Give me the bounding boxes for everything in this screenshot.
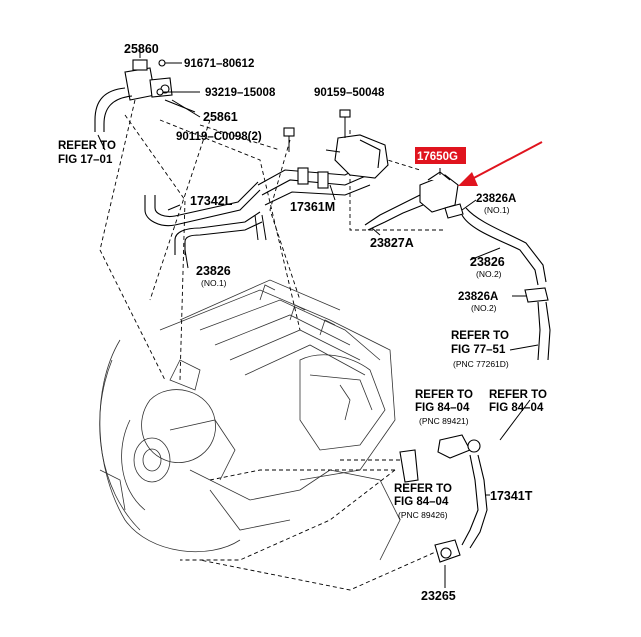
- label-93219-15008: 93219–15008: [205, 87, 276, 99]
- hose-17342l-group: [144, 164, 371, 255]
- label-17341t: 17341T: [490, 489, 533, 503]
- refer-fig-17-01-line2: FIG 17–01: [58, 154, 113, 166]
- reference-lines: [99, 99, 445, 591]
- label-25861: 25861: [203, 110, 238, 124]
- refer-fig-84-04-b-line1: REFER TO: [489, 389, 547, 401]
- hose-23826-right-group: [461, 207, 551, 361]
- refer-fig-84-04-a-line1: REFER TO: [415, 389, 473, 401]
- label-23827a: 23827A: [370, 236, 414, 250]
- engine-sketch: [99, 279, 401, 561]
- label-91671-80612: 91671–80612: [184, 58, 254, 70]
- label-17342l: 17342L: [190, 194, 233, 208]
- label-17361m: 17361M: [290, 200, 335, 214]
- label-23826-left: 23826: [196, 264, 231, 278]
- label-90119-c0098: 90119–C0098(2): [176, 131, 262, 143]
- label-25860: 25860: [124, 42, 159, 56]
- refer-fig-84-04-c-line2: FIG 84–04: [394, 496, 449, 508]
- label-23265: 23265: [421, 589, 456, 603]
- label-17650g: 17650G: [417, 151, 458, 163]
- labels: 25860 91671–80612 93219–15008 25861 9011…: [58, 42, 547, 603]
- refer-fig-84-04-c-line1: REFER TO: [394, 483, 452, 495]
- label-no1-top: (NO.1): [484, 205, 510, 215]
- refer-fig-84-04-a-line2: FIG 84–04: [415, 402, 470, 414]
- label-23826a-top: 23826A: [476, 193, 516, 205]
- label-no2-right: (NO.2): [476, 269, 502, 279]
- label-pnc-89426: (PNC 89426): [398, 510, 448, 520]
- highlight-box: [415, 147, 466, 164]
- label-no2-mid: (NO.2): [471, 303, 497, 313]
- refer-fig-77-51-line1: REFER TO: [451, 330, 509, 342]
- vsv-17650g: [364, 168, 464, 231]
- label-no1-left: (NO.1): [201, 278, 227, 288]
- label-pnc-77261d: (PNC 77261D): [453, 359, 509, 369]
- refer-fig-84-04-b-line2: FIG 84–04: [489, 402, 544, 414]
- bracket-90159: [325, 109, 389, 179]
- red-arrow: [458, 141, 543, 186]
- label-pnc-89421: (PNC 89421): [419, 416, 469, 426]
- label-90159-50048: 90159–50048: [314, 87, 385, 99]
- label-23826a-mid: 23826A: [458, 291, 498, 303]
- leader-lines: [97, 55, 539, 588]
- refer-fig-17-01-line1: REFER TO: [58, 140, 116, 152]
- label-23826-right: 23826: [470, 255, 505, 269]
- refer-fig-77-51-line2: FIG 77–51: [451, 344, 506, 356]
- vsv-25860-group: [94, 48, 200, 132]
- bolt-90119: [283, 127, 295, 152]
- sensor-lower-group: [399, 434, 488, 580]
